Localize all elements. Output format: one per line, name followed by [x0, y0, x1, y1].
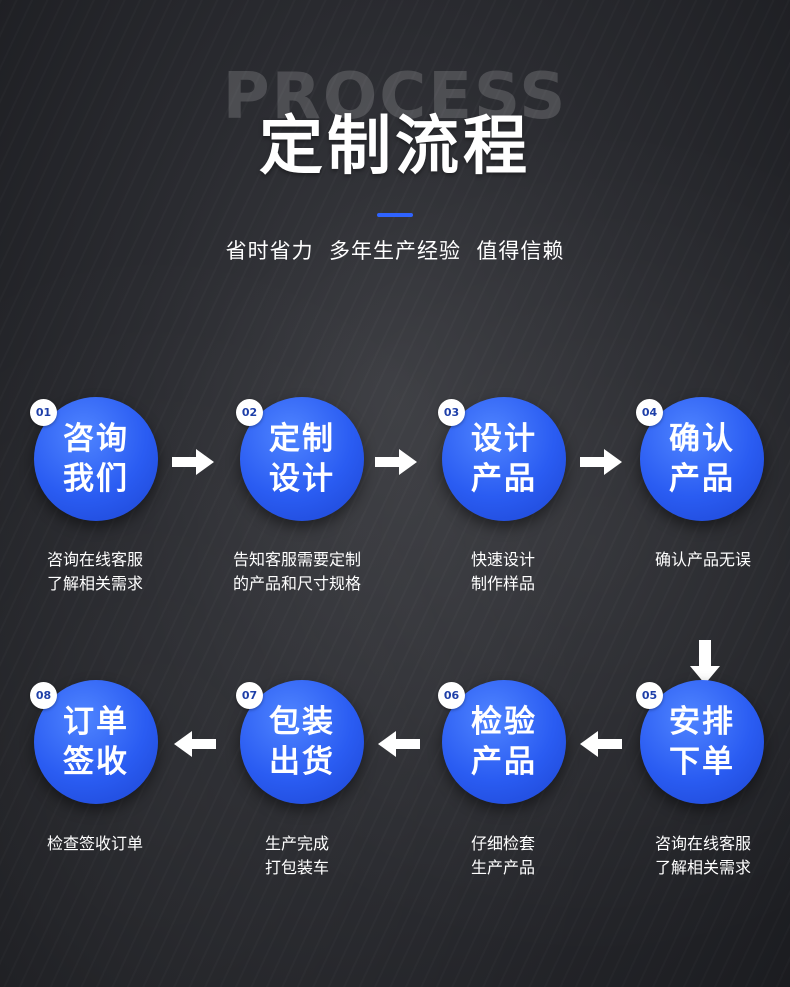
title-accent-line: [377, 213, 413, 217]
step-5-circle: 05 安排下单: [636, 680, 764, 804]
step-3-label: 设计产品: [471, 421, 537, 497]
step-2-circle: 02 定制设计: [236, 397, 364, 521]
step-4-badge: 04: [636, 399, 663, 426]
step-1-label: 咨询我们: [63, 421, 129, 497]
step-2-badge: 02: [236, 399, 263, 426]
step-5-badge: 05: [636, 682, 663, 709]
arrow-left-icon: [378, 731, 420, 757]
step-6-description: 仔细检套 生产产品: [470, 834, 535, 877]
arrow-left-icon: [174, 731, 216, 757]
step-7-description: 生产完成 打包装车: [264, 834, 329, 877]
step-4-label: 确认产品: [669, 421, 735, 497]
arrow-right-icon: [172, 449, 214, 475]
step-8-circle: 08 订单签收: [30, 680, 158, 804]
step-4-circle: 04 确认产品: [636, 397, 764, 521]
step-6-label: 检验产品: [471, 704, 537, 780]
process-watermark: PROCESS: [222, 60, 568, 134]
step-1-description: 咨询在线客服 了解相关需求: [46, 550, 143, 593]
step-8-label: 订单签收: [63, 704, 129, 780]
page-title: 定制流程: [259, 110, 531, 184]
step-3-circle: 03 设计产品: [438, 397, 566, 521]
arrow-right-icon: [375, 449, 417, 475]
step-4-description: 确认产品无误: [654, 550, 751, 569]
arrow-left-icon: [580, 731, 622, 757]
step-3-badge: 03: [438, 399, 465, 426]
step-3-description: 快速设计 制作样品: [470, 550, 535, 593]
step-5-label: 安排下单: [669, 704, 735, 780]
step-2-label: 定制设计: [269, 421, 335, 497]
arrow-right-icon: [580, 449, 622, 475]
step-1-circle: 01 咨询我们: [30, 397, 158, 521]
step-7-badge: 07: [236, 682, 263, 709]
step-2-description: 告知客服需要定制 的产品和尺寸规格: [232, 550, 361, 593]
page-subtitle: 省时省力 多年生产经验 值得信赖: [225, 239, 565, 263]
step-8-badge: 08: [30, 682, 57, 709]
step-6-circle: 06 检验产品: [438, 680, 566, 804]
step-1-badge: 01: [30, 399, 57, 426]
step-7-circle: 07 包装出货: [236, 680, 364, 804]
arrow-down-icon: [690, 640, 720, 684]
step-7-label: 包装出货: [269, 704, 335, 780]
step-6-badge: 06: [438, 682, 465, 709]
step-8-description: 检查签收订单: [46, 834, 143, 853]
step-5-description: 咨询在线客服 了解相关需求: [654, 834, 751, 877]
